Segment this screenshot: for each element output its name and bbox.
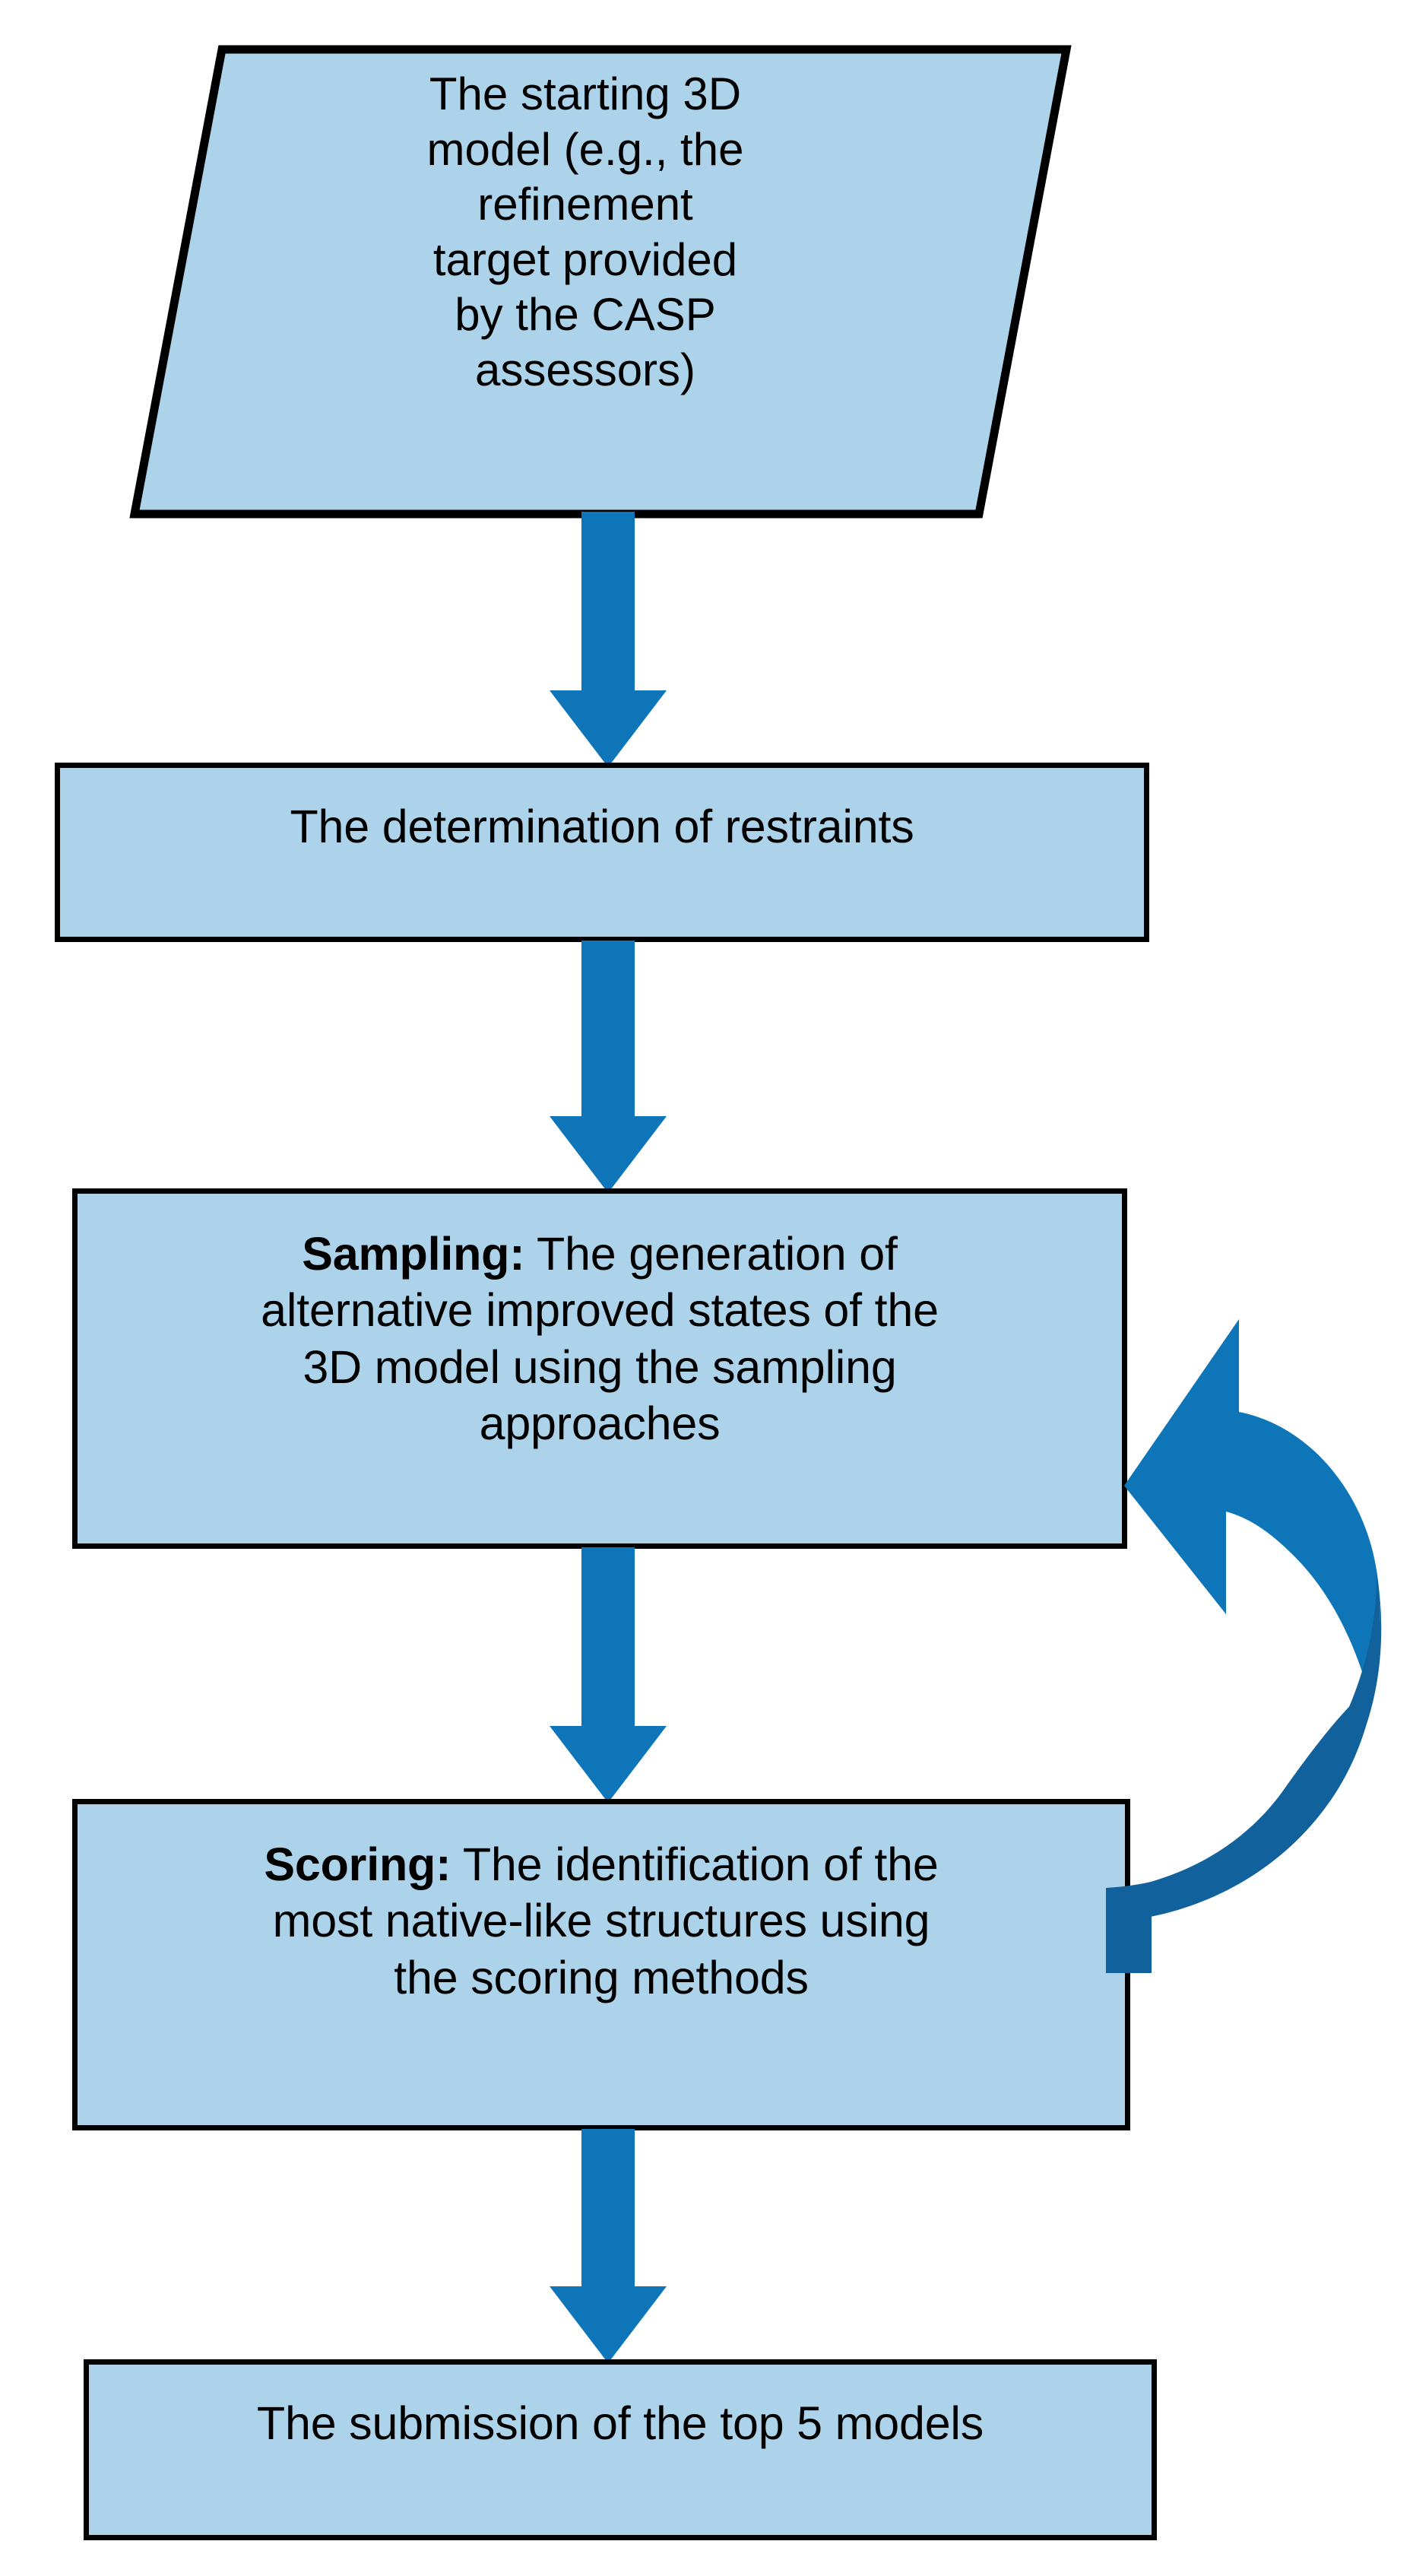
arrow-restraints-to-sampling	[550, 941, 667, 1193]
loop-arrow-upper-half	[1124, 1319, 1380, 1689]
arrow-sampling-to-scoring	[550, 1547, 667, 1803]
node-sampling-text: Sampling: The generation of alternative …	[78, 1226, 1122, 1452]
node-scoring-body: The identification of the most native-li…	[272, 1838, 939, 2003]
loop-arrow-tail-band	[1106, 1570, 1380, 1923]
arrow-scoring-back-to-sampling-loop	[1106, 1319, 1413, 1973]
node-determination-of-restraints[interactable]: The determination of restraints	[55, 763, 1149, 942]
node-start-3d-model-shape[interactable]	[129, 44, 1072, 519]
node-scoring-lead: Scoring:	[264, 1838, 451, 1890]
node-sampling-lead: Sampling:	[302, 1228, 525, 1280]
node-scoring[interactable]: Scoring: The identification of the most …	[72, 1799, 1130, 2130]
node-determination-of-restraints-label: The determination of restraints	[290, 801, 914, 852]
arrow-start-to-restraints	[550, 512, 667, 767]
arrow-scoring-to-submission	[550, 2129, 667, 2363]
node-scoring-text: Scoring: The identification of the most …	[78, 1836, 1125, 2006]
node-sampling-body: The generation of alternative improved s…	[261, 1228, 939, 1450]
node-sampling[interactable]: Sampling: The generation of alternative …	[72, 1188, 1127, 1549]
node-submission-top-5-models[interactable]: The submission of the top 5 models	[84, 2359, 1157, 2540]
node-submission-top-5-models-label: The submission of the top 5 models	[256, 2397, 984, 2449]
